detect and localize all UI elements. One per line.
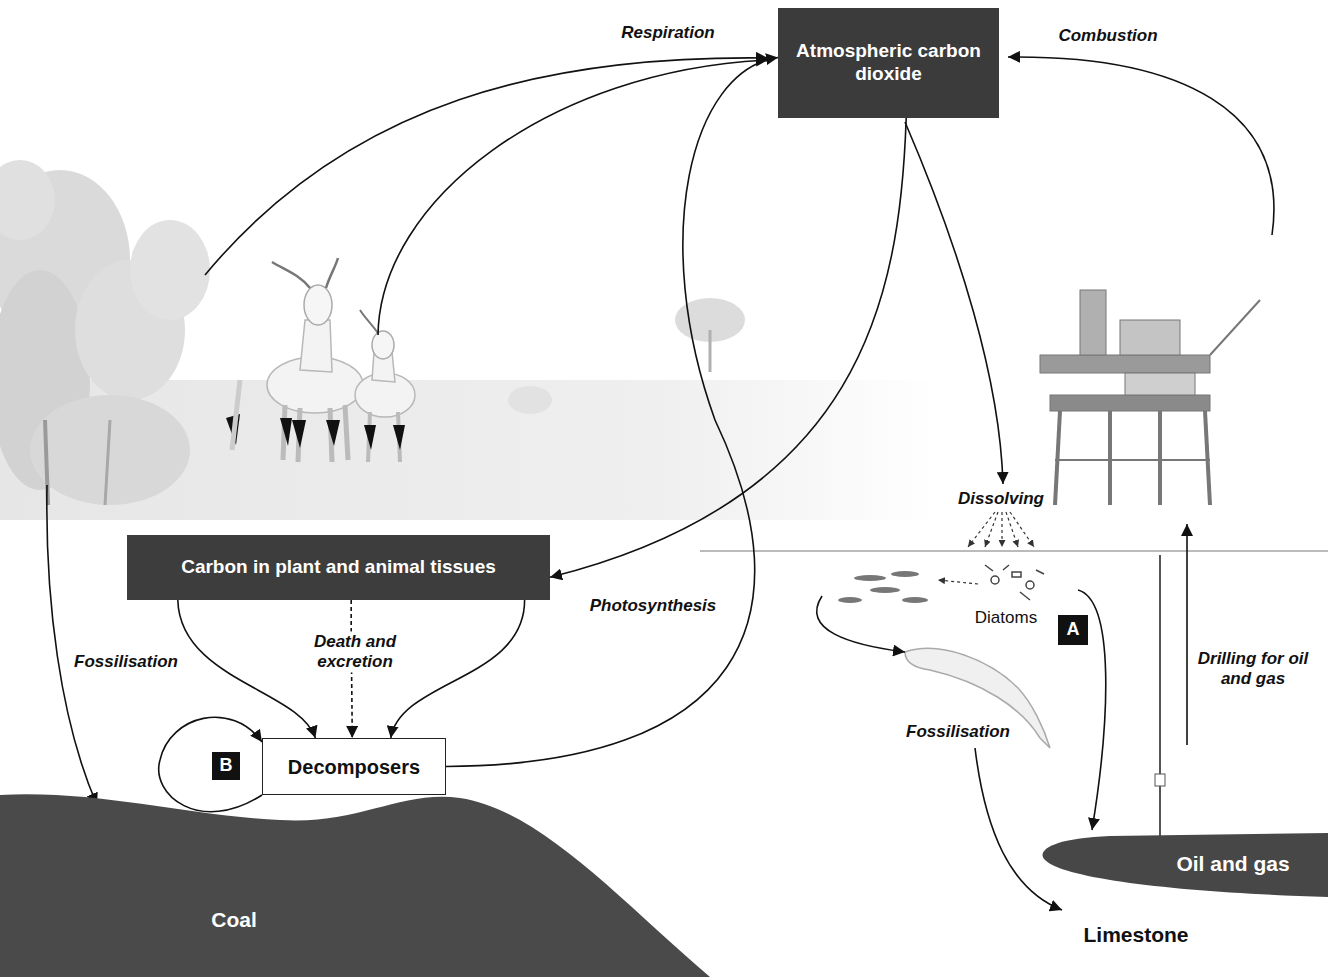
carbon-pool-box: Atmospheric carbon dioxide: [778, 8, 999, 118]
platform-deck: [1050, 395, 1210, 411]
diatom: [985, 565, 1009, 571]
callout-letter: A: [1058, 615, 1088, 645]
coal-deposit: Coal: [0, 785, 710, 977]
drill-pipe: [1159, 555, 1161, 838]
node-label: B: [220, 755, 233, 777]
diatom: [1026, 581, 1034, 589]
diatom-fish-arrow: [938, 580, 978, 584]
process-label: Combustion: [1058, 26, 1157, 46]
flow-arrow: [550, 118, 906, 577]
antelope-horn: [326, 258, 338, 288]
platform-brace: [1055, 459, 1210, 461]
dissolving-dots: [938, 512, 1034, 584]
node-label: Coal: [211, 907, 257, 932]
tree-trunk: [105, 420, 110, 505]
diatoms: [985, 565, 1044, 600]
process-label: Drilling for oil and gas: [1196, 649, 1311, 688]
fish-shoal: [838, 571, 928, 603]
antelope-horn: [272, 262, 310, 288]
platform-module: [1120, 320, 1180, 355]
node-label: Atmospheric carbon dioxide: [792, 40, 985, 86]
flow-label: Death and excretion: [303, 631, 407, 672]
recycling-loop: [159, 717, 262, 811]
flow-arrow: [446, 58, 778, 767]
dissolving-arrow: [905, 122, 1003, 484]
process-arrows: [47, 57, 1274, 910]
fish: [891, 571, 919, 577]
combustion-arrow: [1008, 57, 1274, 235]
platform-module: [1125, 373, 1195, 395]
process-label: Limestone: [1083, 923, 1188, 947]
antelope-marking: [393, 425, 405, 450]
far-tree: [508, 386, 552, 414]
flow-arrow: [178, 600, 316, 738]
dolphin: [905, 648, 1050, 748]
antelope-head: [304, 285, 332, 325]
dissolving-dot-arrow: [985, 512, 998, 547]
platform-crane: [1210, 300, 1260, 355]
trees: [0, 160, 745, 505]
coal-deposit-fill: [0, 794, 710, 977]
callout-letter: B: [212, 752, 240, 780]
process-label: Diatoms: [975, 608, 1037, 628]
node-label: A: [1067, 619, 1080, 641]
dissolving-dot-arrow: [1010, 512, 1034, 547]
platform-leg: [1158, 411, 1162, 505]
antelope-marking: [364, 425, 376, 450]
fossilisation-arrow: [975, 748, 1062, 910]
node-label: Decomposers: [288, 755, 420, 779]
dissolving-dot-arrow: [1006, 512, 1018, 547]
antelope-marking: [280, 418, 292, 446]
oil-gas-deposit: Oil and gas: [1035, 828, 1328, 900]
antelope-horn: [360, 310, 378, 333]
process-box: Decomposers: [262, 738, 446, 795]
diatom: [1012, 572, 1021, 577]
drilling-arrow: [1186, 524, 1188, 745]
tree-crown: [130, 220, 210, 320]
fish: [902, 597, 928, 603]
process-label: Fossilisation: [906, 722, 1010, 742]
diatom: [1020, 570, 1044, 600]
process-label: Respiration: [621, 23, 715, 43]
platform-derrick: [1080, 290, 1106, 355]
platform-deck: [1040, 355, 1210, 373]
respiration-arrow: [378, 60, 768, 335]
tree-crown: [0, 160, 55, 240]
fish: [838, 597, 862, 603]
antelope-leg: [232, 380, 240, 450]
process-label: Fossilisation: [74, 652, 178, 672]
antelope-head: [372, 331, 394, 359]
platform-leg: [1055, 411, 1060, 505]
carbon-pool-box: Carbon in plant and animal tissues: [127, 535, 550, 600]
tree-crown: [30, 395, 190, 505]
platform-leg: [1108, 411, 1112, 505]
drill-pipe-joint: [1155, 774, 1165, 786]
ground: [0, 380, 940, 520]
flow-arrow: [391, 600, 525, 738]
antelope-marking: [292, 420, 306, 448]
fish: [854, 575, 886, 581]
antelope-marking: [326, 420, 340, 446]
antelope: [226, 258, 415, 462]
platform-leg: [1205, 411, 1210, 505]
oil-platform: [1040, 290, 1260, 505]
node-label: Oil and gas: [1176, 851, 1289, 876]
coal-deposit-outline: [0, 785, 710, 977]
diatom: [991, 576, 999, 584]
antelope-neck: [300, 320, 332, 372]
sea-surface: [700, 551, 1328, 552]
fish: [870, 587, 900, 593]
antelope-leg: [345, 405, 348, 460]
dissolving-dot-arrow: [1001, 512, 1002, 547]
process-label: Dissolving: [958, 489, 1044, 509]
oil-gas-deposit-fill: [1043, 833, 1328, 897]
food-chain-arrow: [817, 596, 905, 652]
fossilisation-arrow: [47, 485, 97, 805]
node-label: Carbon in plant and animal tissues: [181, 556, 496, 579]
far-tree-trunk: [709, 330, 712, 372]
flow-label: Photosynthesis: [590, 596, 717, 616]
